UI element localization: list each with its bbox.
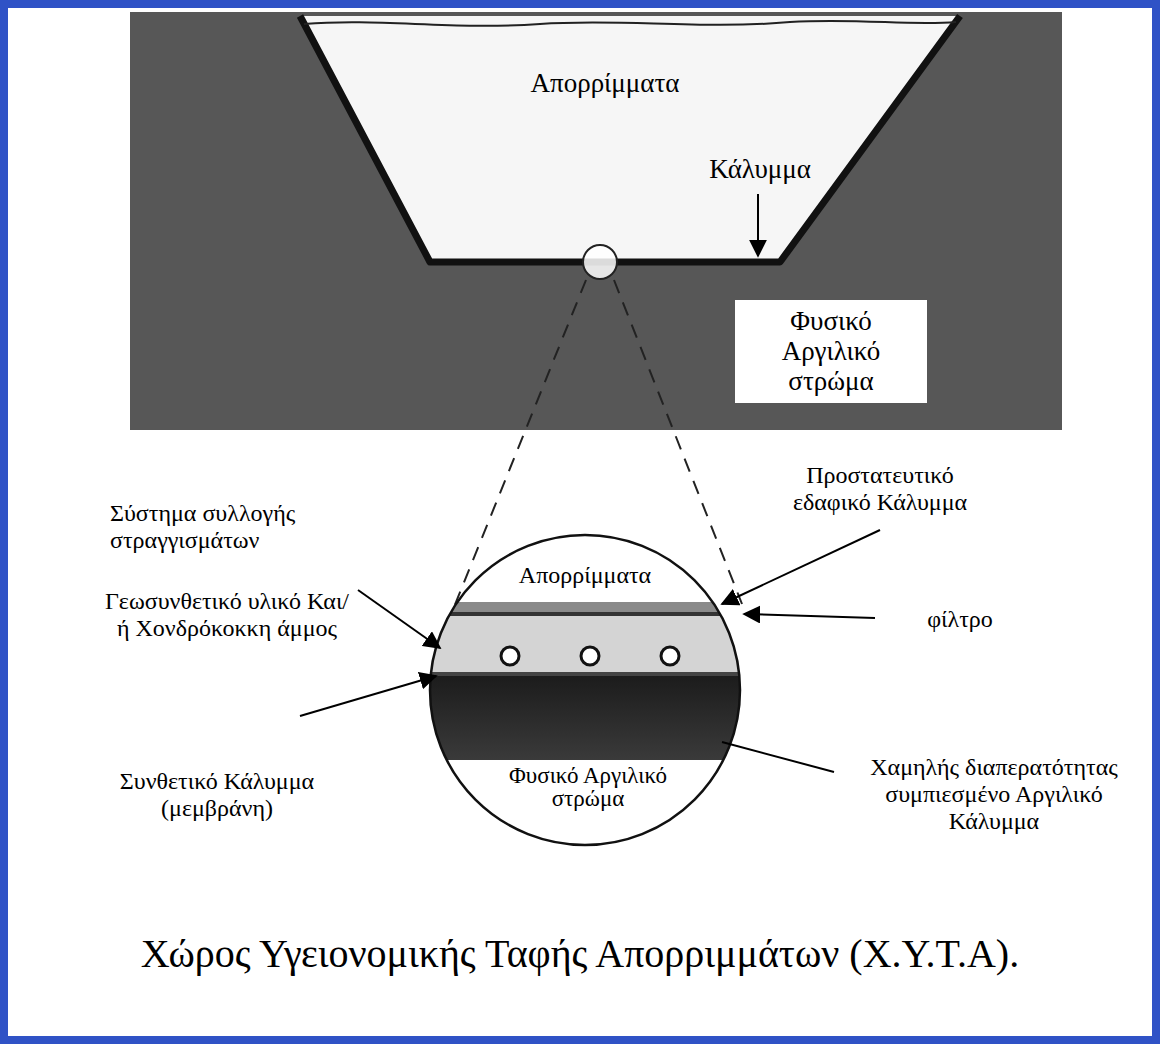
zoom-marker <box>583 245 617 279</box>
clay-label: Φυσικό Αργιλικό στρώμα <box>735 300 927 403</box>
magnified-layers <box>420 530 750 850</box>
zoom-circle <box>430 535 740 845</box>
waste-surface <box>304 21 956 26</box>
leader-arrow <box>757 194 759 256</box>
drainage-layer-label: Γεωσυνθετικό υλικό Και/ή Χονδρόκοκκη άμμ… <box>100 584 354 646</box>
protective-cover-label: Προστατευτικό εδαφικό Κάλυμμα <box>770 460 990 518</box>
membrane-label: Συνθετικό Κάλυμμα (μεμβράνη) <box>92 764 342 826</box>
caption: Χώρος Υγειονομικής Ταφής Απορριμμάτων (Χ… <box>40 932 1120 977</box>
leader-arrow <box>722 530 880 604</box>
leader-line <box>722 742 834 772</box>
cover-label: Κάλυμμα <box>690 154 830 184</box>
filter-label: φίλτρο <box>885 598 1035 641</box>
pit-liner <box>300 16 960 262</box>
leachate-system-label: Σύστημα συλλογής στραγγισμάτων <box>104 496 332 558</box>
waste-label: Απορρίμματα <box>505 562 665 589</box>
pit-waste <box>300 16 960 262</box>
leader-arrow <box>744 614 875 618</box>
natural-clay-label: Φυσικό Αργιλικό στρώμα <box>498 764 678 810</box>
waste-label: Απορρίμματα <box>500 68 710 98</box>
ground-section <box>130 12 1062 430</box>
drain-pipes <box>501 647 679 665</box>
compacted-clay-label: Χαμηλής διαπερατότητας συμπιεσμένο Αργιλ… <box>836 750 1152 839</box>
leader-arrow <box>358 590 440 648</box>
leader-arrow <box>300 676 436 716</box>
